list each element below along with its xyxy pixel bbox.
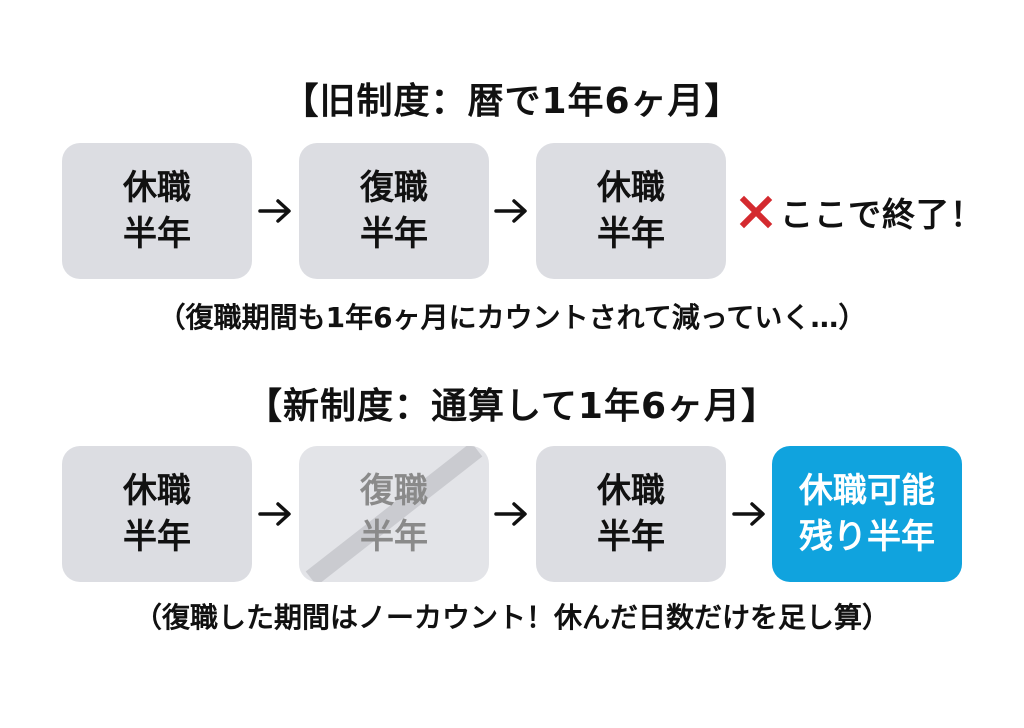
new-system-title: 【新制度：通算して1年6ヶ月】	[245, 386, 779, 427]
new-step-leave-2: 休職 半年	[536, 446, 726, 582]
step-label: 休職	[123, 168, 191, 208]
new-step-remaining: 休職可能 残り半年	[772, 446, 962, 582]
end-label-text: ここで終了！	[780, 195, 984, 234]
step-label: 休職	[597, 168, 665, 208]
new-step-leave-1: 休職 半年	[62, 446, 252, 582]
step-duration: 半年	[360, 517, 428, 557]
arrow-right-icon	[256, 196, 296, 226]
step-label: 復職	[360, 471, 428, 511]
step-duration: 半年	[597, 214, 665, 254]
old-system-end: ここで終了！	[738, 190, 984, 234]
step-duration: 残り半年	[799, 517, 935, 557]
new-step-return-not-counted: 復職 半年	[299, 446, 489, 582]
arrow-right-icon	[730, 499, 770, 529]
arrow-right-icon	[492, 499, 532, 529]
arrow-right-icon	[492, 196, 532, 226]
step-label: 休職	[123, 471, 191, 511]
step-duration: 半年	[597, 517, 665, 557]
step-duration: 半年	[360, 214, 428, 254]
new-system-note: （復職した期間はノーカウント！休んだ日数だけを足し算）	[133, 601, 890, 634]
step-duration: 半年	[123, 214, 191, 254]
old-step-leave-2: 休職 半年	[536, 143, 726, 279]
old-step-return: 復職 半年	[299, 143, 489, 279]
step-label: 休職	[597, 471, 665, 511]
step-label: 復職	[360, 168, 428, 208]
old-step-leave-1: 休職 半年	[62, 143, 252, 279]
step-duration: 半年	[123, 517, 191, 557]
step-label: 休職可能	[799, 471, 935, 511]
arrow-right-icon	[256, 499, 296, 529]
x-mark-icon	[738, 194, 774, 230]
old-system-note: （復職期間も1年6ヶ月にカウントされて減っていく…）	[157, 301, 867, 334]
old-system-title: 【旧制度：暦で1年6ヶ月】	[282, 81, 742, 122]
